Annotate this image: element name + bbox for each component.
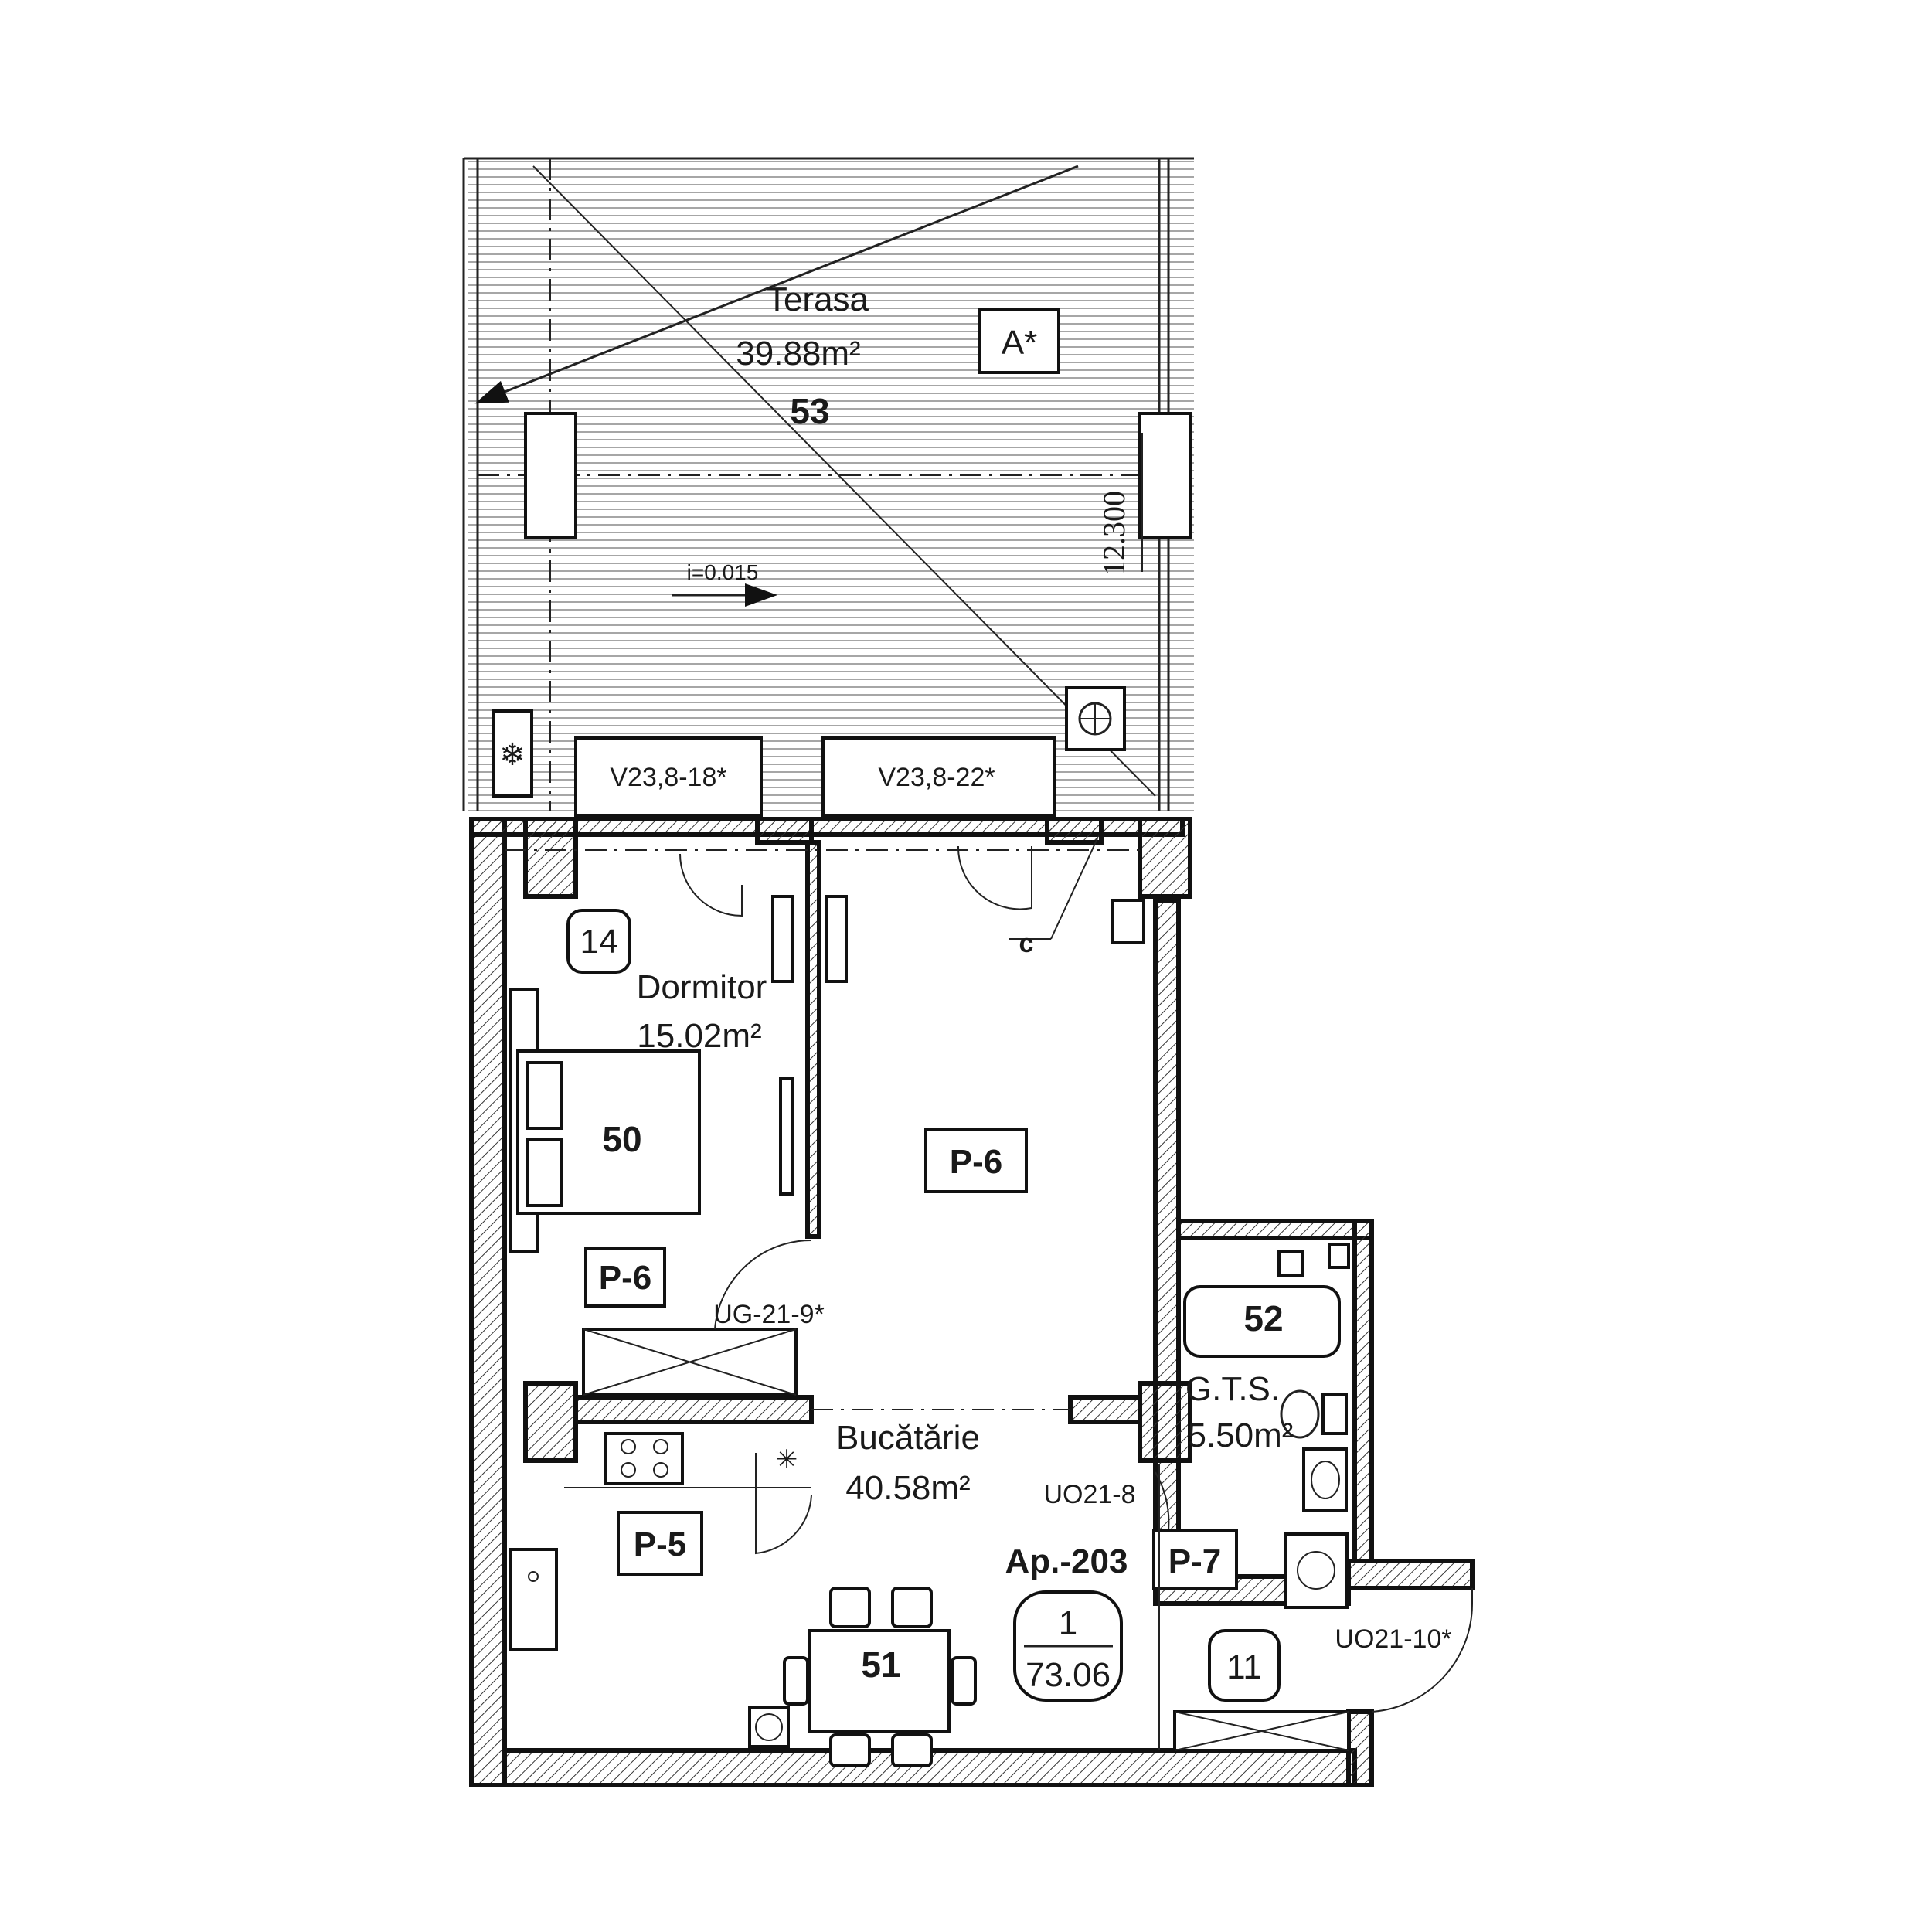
- apartment-summary: Ap.-203 1 73.06: [1005, 1543, 1128, 1702]
- bathroom-number: 52: [1243, 1298, 1283, 1338]
- tv-icon: [779, 1077, 794, 1196]
- bedroom-name: Dormitor: [637, 968, 767, 1006]
- apartment-area: 73.06: [1026, 1656, 1111, 1694]
- terrace-name: Terasa: [767, 281, 869, 318]
- kitchen-number: 51: [861, 1645, 900, 1685]
- svg-text:❄: ❄: [499, 738, 526, 772]
- bathroom-tag-box: [1152, 1529, 1238, 1590]
- svg-text:✳: ✳: [776, 1445, 798, 1475]
- terrace-planter-right: [1138, 412, 1192, 539]
- bedroom-area: 15.02m²: [637, 1017, 761, 1055]
- kitchen: ✳ Bucătărie 40.58m² 51 P-5: [509, 1419, 980, 1767]
- bedroom: 14 Dormitor 15.02m² 50 P-6 UG-21-9*: [509, 853, 848, 1396]
- living-terrace-door[interactable]: [957, 845, 1032, 910]
- bathroom: 52 G.T.S. 5.50m² UO21-8 P-7: [1043, 1243, 1350, 1609]
- bathroom-name: G.T.S.: [1185, 1370, 1280, 1408]
- bedroom-circle: [566, 909, 631, 974]
- living-tag-box: [924, 1128, 1028, 1193]
- sink-icon: [509, 1548, 558, 1651]
- washing-machine-icon: [1284, 1532, 1349, 1609]
- terrace-tag: A*: [1002, 324, 1037, 362]
- bedroom-door[interactable]: [714, 1239, 812, 1330]
- ac-unit-icon: [492, 709, 533, 798]
- bedroom-terrace-door[interactable]: [679, 853, 743, 917]
- window-label-2: V23,8-22*: [878, 763, 995, 792]
- terrace-area: 39.88m²: [736, 335, 860, 372]
- terrace-slope: i=0.015: [687, 560, 759, 584]
- terrace-number: 53: [790, 391, 829, 431]
- entrance-circle: [1208, 1629, 1281, 1702]
- elevation-mark: 12.300: [1097, 491, 1131, 576]
- bathtub-icon: [1183, 1285, 1341, 1358]
- bedroom-door-label: UG-21-9*: [713, 1300, 825, 1329]
- svg-text:11: 11: [1226, 1648, 1262, 1686]
- toilet-icon: [1280, 1389, 1320, 1439]
- bathroom-door-label: UO21-8: [1043, 1480, 1135, 1509]
- svg-text:P-7: P-7: [1168, 1543, 1221, 1580]
- svg-text:P-6: P-6: [599, 1259, 651, 1297]
- kitchen-door[interactable]: [755, 1453, 812, 1555]
- dining-table: [808, 1629, 951, 1733]
- radiator-icon: [771, 895, 794, 983]
- entry-door[interactable]: [1371, 1588, 1474, 1713]
- svg-text:P-6: P-6: [950, 1143, 1002, 1181]
- terrace-tag-box: [978, 308, 1060, 374]
- window-label-1: V23,8-18*: [610, 763, 726, 792]
- apartment-label: Ap.-203: [1005, 1543, 1128, 1580]
- entrance: 11 UO21-10*: [1158, 1464, 1474, 1752]
- bathroom-area: 5.50m²: [1188, 1417, 1294, 1454]
- outlet-icon: [1111, 899, 1145, 944]
- terrace-planter-left: [524, 412, 577, 539]
- bedroom-number: 50: [602, 1119, 641, 1159]
- apartment-rooms: 1: [1059, 1604, 1077, 1642]
- svg-text:P-5: P-5: [634, 1526, 686, 1563]
- bedroom-tag-box: [584, 1247, 666, 1308]
- svg-text:14: 14: [580, 923, 618, 961]
- stove-icon: [604, 1432, 684, 1485]
- terrace: ❄ A* Terasa 39.88m² 53 i=0.015 12.300: [462, 157, 1194, 811]
- kitchen-name: Bucătărie: [836, 1419, 980, 1457]
- living-area: P-6 c: [924, 838, 1145, 1193]
- section-mark: c: [1019, 929, 1034, 958]
- window-row: V23,8-18* V23,8-22*: [574, 736, 1056, 817]
- kitchen-area: 40.58m²: [845, 1469, 970, 1507]
- entry-door-label: UO21-10*: [1335, 1624, 1451, 1654]
- kitchen-tag-box: [617, 1511, 703, 1576]
